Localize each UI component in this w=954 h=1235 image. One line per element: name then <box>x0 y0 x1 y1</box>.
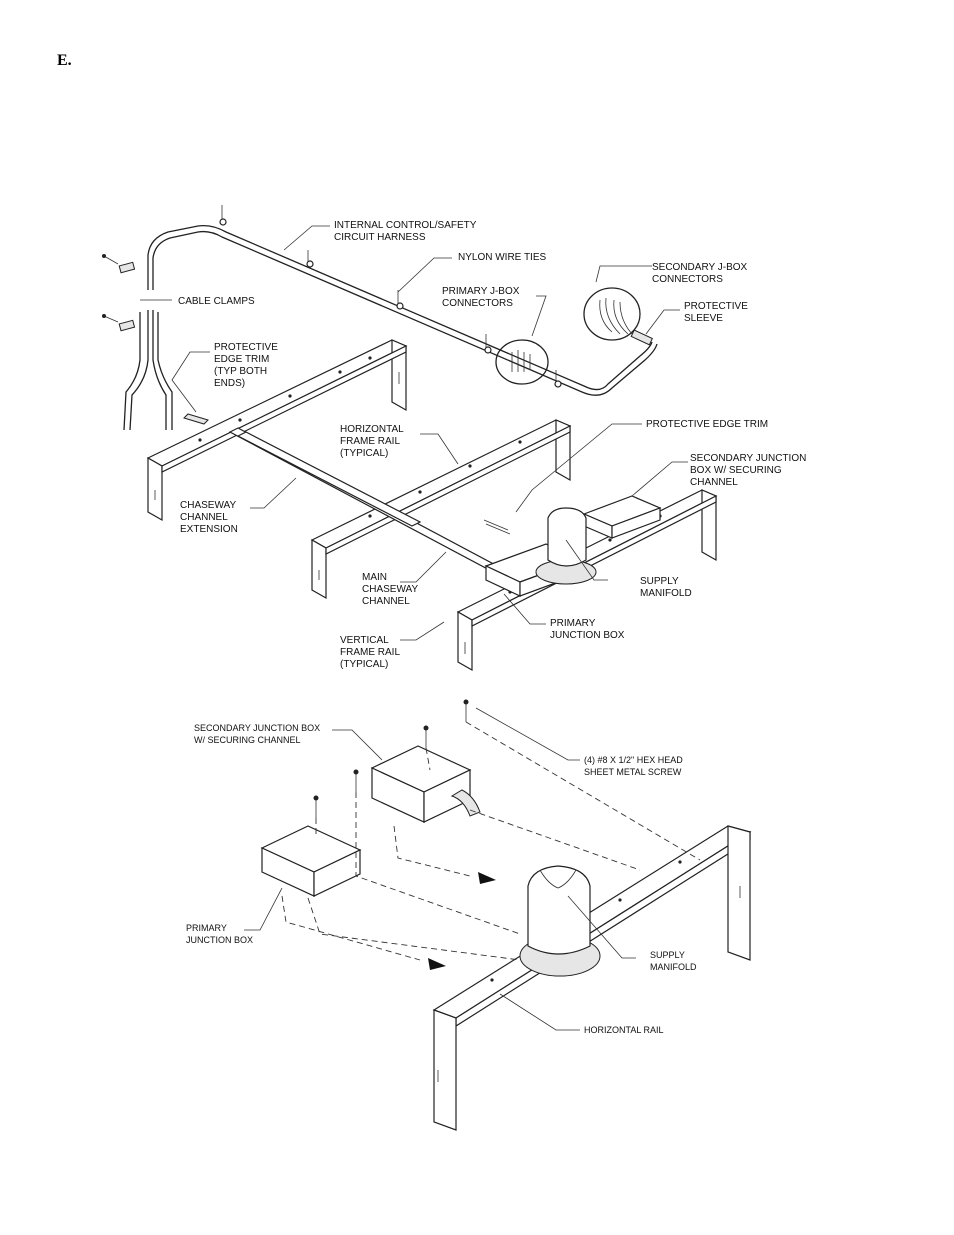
label-primary-connectors-2: CONNECTORS <box>442 298 513 309</box>
control-harness <box>102 205 658 431</box>
label-cable-clamps: CABLE CLAMPS <box>178 296 255 307</box>
label-horizontal-rail-lower: HORIZONTAL RAIL <box>584 1025 664 1035</box>
lower-exploded-view: SECONDARY JUNCTION BOX W/ SECURING CHANN… <box>186 699 752 1131</box>
supply-manifold <box>535 507 597 585</box>
label-secondary-jbox-2: BOX W/ SECURING <box>690 465 782 476</box>
screws <box>313 699 469 818</box>
label-horizontal-rail: HORIZONTAL <box>340 424 404 435</box>
label-primary-jbox-2: JUNCTION BOX <box>550 630 625 641</box>
label-channel-extension-3: EXTENSION <box>180 524 238 535</box>
cable-clamp <box>118 319 136 332</box>
supply-manifold-lower <box>519 865 601 977</box>
label-primary-jbox-lower: PRIMARY <box>186 923 227 933</box>
label-secondary-jbox-lower: SECONDARY JUNCTION BOX <box>194 723 320 733</box>
label-vertical-rail: VERTICAL <box>340 635 389 646</box>
label-vertical-rail-3: (TYPICAL) <box>340 659 388 670</box>
primary-junction-box-lower <box>260 825 362 897</box>
label-sleeve-2: SLEEVE <box>684 313 723 324</box>
label-vertical-rail-2: FRAME RAIL <box>340 647 400 658</box>
label-nylon-ties: NYLON WIRE TIES <box>458 252 546 263</box>
label-harness-2: CIRCUIT HARNESS <box>334 232 426 243</box>
label-sleeve: PROTECTIVE <box>684 301 748 312</box>
frame-rail-middle <box>310 419 572 600</box>
chaseway-channel <box>228 427 522 583</box>
protective-sleeve <box>630 329 653 346</box>
secondary-junction-box <box>582 495 662 539</box>
alignment-lines <box>281 721 701 961</box>
label-horizontal-rail-2: FRAME RAIL <box>340 436 400 447</box>
secondary-jbox-connectors <box>583 287 641 341</box>
label-primary-connectors: PRIMARY J-BOX <box>442 286 520 297</box>
label-secondary-jbox: SECONDARY JUNCTION <box>690 453 806 464</box>
labels-upper: INTERNAL CONTROL/SAFETY CIRCUIT HARNESS … <box>178 220 806 670</box>
label-edge-trim-2: EDGE TRIM <box>214 354 269 365</box>
label-secondary-jbox-lower-2: W/ SECURING CHANNEL <box>194 735 301 745</box>
label-edge-trim-4: ENDS) <box>214 378 245 389</box>
label-supply-manifold-lower: SUPPLY <box>650 950 685 960</box>
label-main-chaseway: MAIN <box>362 572 387 583</box>
label-channel-extension-2: CHANNEL <box>180 512 228 523</box>
label-secondary-jbox-3: CHANNEL <box>690 477 738 488</box>
arrow-icon <box>428 958 446 970</box>
label-horizontal-rail-3: (TYPICAL) <box>340 448 388 459</box>
horizontal-rail <box>432 825 752 1131</box>
upper-exploded-view: INTERNAL CONTROL/SAFETY CIRCUIT HARNESS … <box>102 205 806 672</box>
label-secondary-connectors: SECONDARY J-BOX <box>652 262 748 273</box>
frame-rail-left <box>146 339 408 522</box>
cable-clamp <box>118 261 136 274</box>
edge-trim-piece <box>483 519 511 535</box>
arrow-icon <box>478 872 496 884</box>
edge-trim <box>183 413 209 425</box>
label-secondary-connectors-2: CONNECTORS <box>652 274 723 285</box>
label-edge-trim-3: (TYP BOTH <box>214 366 267 377</box>
leader-lines-upper <box>140 225 688 641</box>
direction-arrows <box>428 872 496 970</box>
secondary-junction-box-lower <box>370 745 481 823</box>
label-screw-2: SHEET METAL SCREW <box>584 767 682 777</box>
primary-jbox-connectors <box>495 339 549 385</box>
label-supply-manifold-2: MANIFOLD <box>640 588 692 599</box>
label-main-chaseway-2: CHASEWAY <box>362 584 418 595</box>
label-harness: INTERNAL CONTROL/SAFETY <box>334 220 477 231</box>
label-screw: (4) #8 X 1/2" HEX HEAD <box>584 755 683 765</box>
labels-lower: SECONDARY JUNCTION BOX W/ SECURING CHANN… <box>186 723 697 1035</box>
label-main-chaseway-3: CHANNEL <box>362 596 410 607</box>
leader-lines-lower <box>244 707 636 1031</box>
label-primary-jbox: PRIMARY <box>550 618 596 629</box>
label-primary-jbox-lower-2: JUNCTION BOX <box>186 935 253 945</box>
label-edge-trim: PROTECTIVE <box>214 342 278 353</box>
label-protective-edge-trim: PROTECTIVE EDGE TRIM <box>646 419 768 430</box>
label-supply-manifold-lower-2: MANIFOLD <box>650 962 697 972</box>
label-channel-extension: CHASEWAY <box>180 500 236 511</box>
section-heading: E. <box>57 52 72 69</box>
label-supply-manifold: SUPPLY <box>640 576 679 587</box>
